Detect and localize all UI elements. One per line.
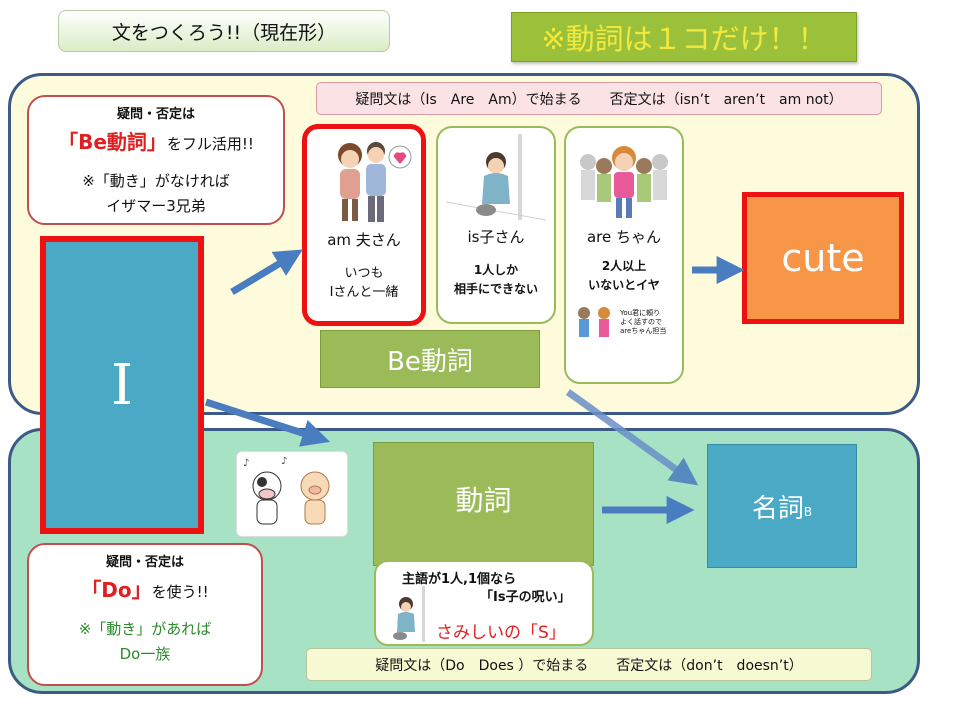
are-card: are ちゃん 2人以上 いないとイヤ You君に頼り よく話すので areちゃ… xyxy=(564,126,684,384)
do-note-line3: ※「動き」があれば xyxy=(78,620,212,638)
be-note-emphasis-rest: をフル活用!! xyxy=(166,135,254,153)
lonely-girl-illustration xyxy=(445,134,547,221)
crowd-illustration xyxy=(580,146,668,218)
verb-box: 動詞 xyxy=(373,442,594,566)
is-curse-note: 主語が1人,1個なら 「Is子の呪い」 さみしいの「S」 xyxy=(374,560,594,646)
do-note-sub: ※「動き」があれば Do一族 xyxy=(29,617,261,667)
am-card-line2: Iさんと一緒 xyxy=(329,285,399,300)
be-question-note: 疑問文は（Is Are Am）で始まる 否定文は（isn’t aren’t am… xyxy=(316,82,882,115)
are-card-small1: You君に頼り xyxy=(620,308,661,317)
be-note-sub: ※「動き」がなければ イザマー3兄弟 xyxy=(29,169,283,219)
do-note-emphasis-rest: を使う!! xyxy=(151,583,209,601)
do-rule-note: 疑問・否定は 「Do」を使う!! ※「動き」があれば Do一族 xyxy=(27,543,263,686)
svg-text:♪: ♪ xyxy=(243,458,249,469)
am-card: am 夫さん いつも Iさんと一緒 xyxy=(302,124,426,326)
be-note-line3: ※「動き」がなければ xyxy=(82,172,230,190)
be-verb-label: Be動詞 xyxy=(320,330,540,388)
are-card-title: are ちゃん xyxy=(586,228,662,246)
page-title: 文をつくろう!!（現在形） xyxy=(58,10,390,52)
arrow-subject-to-be xyxy=(230,249,303,296)
is-card-title: is子さん xyxy=(467,228,525,246)
are-card-line1: 2人以上 xyxy=(601,259,647,273)
dancing-cow-pig-illustration: ♪♪ xyxy=(236,451,348,537)
curse-line1: 主語が1人,1個なら xyxy=(402,572,517,587)
lonely-girl-small-illustration xyxy=(393,586,425,642)
rule-banner: ※動詞は１コだけ！！ xyxy=(511,12,857,62)
do-note-emphasis: 「Do」を使う!! xyxy=(29,574,261,603)
be-note-line4: イザマー3兄弟 xyxy=(106,197,206,215)
curse-line3: さみしいの「S」 xyxy=(436,623,566,643)
cow-pig-drawing: ♪♪ xyxy=(243,456,330,525)
are-card-line2: いないとイヤ xyxy=(588,278,660,292)
is-card-line2: 相手にできない xyxy=(453,282,538,296)
do-note-line4: Do一族 xyxy=(119,645,171,663)
arrow-subject-to-verb xyxy=(204,398,330,447)
do-note-line1: 疑問・否定は xyxy=(105,555,184,570)
do-note-emphasis-text: 「Do」 xyxy=(81,578,152,602)
noun-subscript: B xyxy=(803,505,813,519)
do-question-note: 疑問文は（Do Does ）で始まる 否定文は（don’t doesn’t） xyxy=(306,648,872,681)
arrow-be-to-noun xyxy=(565,389,699,486)
am-card-line1: いつも xyxy=(344,266,384,281)
be-note-line1: 疑問・否定は xyxy=(116,107,195,122)
subject-box: I xyxy=(40,236,204,534)
is-card: is子さん 1人しか 相手にできない xyxy=(436,126,556,324)
be-note-emphasis-text: 「Be動詞」 xyxy=(58,130,167,154)
couple-illustration xyxy=(338,142,412,222)
is-card-line1: 1人しか xyxy=(473,263,519,277)
curse-line2: 「Is子の呪い」 xyxy=(480,590,571,605)
noun-label: 名詞 xyxy=(751,493,804,524)
are-card-small2: よく話すので xyxy=(620,317,662,326)
you-and-are-illustration xyxy=(578,307,610,337)
svg-text:♪: ♪ xyxy=(281,456,287,467)
be-note-emphasis: 「Be動詞」をフル活用!! xyxy=(29,126,283,155)
am-card-title: am 夫さん xyxy=(327,231,401,249)
be-rule-note: 疑問・否定は 「Be動詞」をフル活用!! ※「動き」がなければ イザマー3兄弟 xyxy=(27,95,285,225)
are-card-small3: areちゃん担当 xyxy=(620,326,667,335)
